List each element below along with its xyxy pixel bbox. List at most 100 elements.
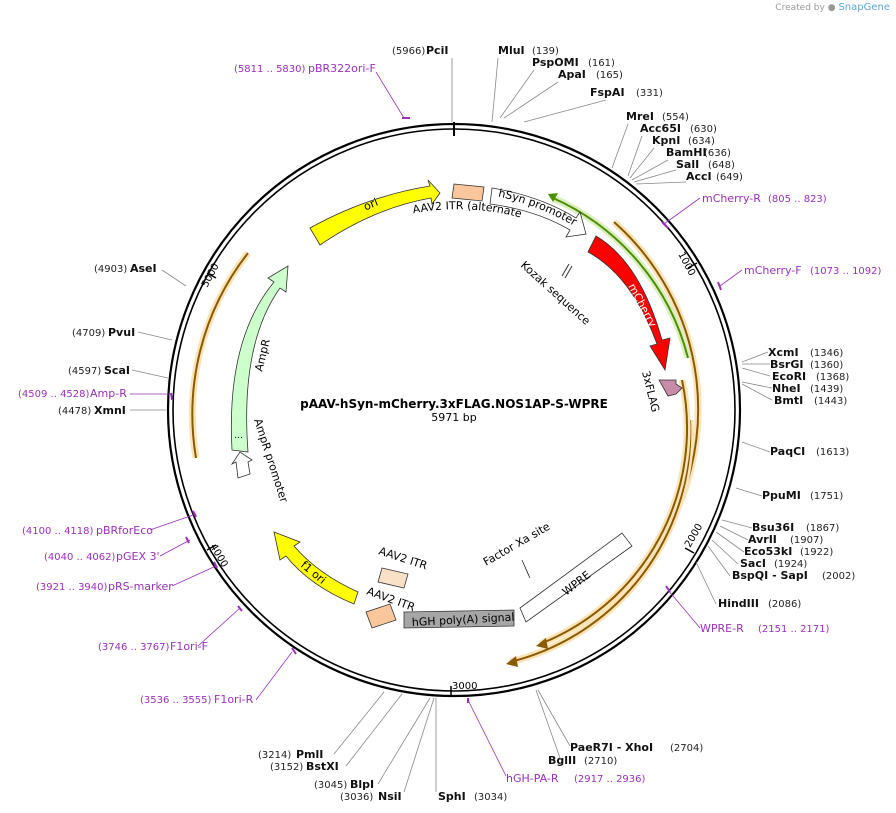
site-8-name[interactable]: BamHI (666, 146, 707, 159)
ampr-feature[interactable] (230, 265, 289, 453)
site-21-name[interactable]: SacI (740, 557, 766, 570)
primer-3-name[interactable]: WPRE-R (700, 622, 744, 635)
f1-ori-feature[interactable] (273, 531, 359, 605)
site-9-name[interactable]: SalI (676, 158, 699, 171)
site-1-pos: (139) (532, 46, 559, 57)
site-22-name[interactable]: BspQI - SapI (732, 569, 808, 582)
hsyn-promoter-feature[interactable] (489, 187, 587, 238)
site-labels: (5966) PciI MluI (139) PspOMI (161) ApaI… (58, 44, 855, 803)
site-12-pos: (1360) (810, 360, 843, 371)
primer-0-name[interactable]: pBR322ori-F (308, 62, 376, 75)
site-33-pos: (4709) (72, 328, 105, 339)
primer-5-name[interactable]: F1ori-R (214, 693, 254, 706)
primer-7-range: (3921 .. 3940) (36, 582, 108, 593)
site-30-name[interactable]: PmlI (296, 748, 323, 761)
site-15-name[interactable]: BmtI (774, 394, 803, 407)
tick-4000-mark (206, 544, 217, 551)
site-1-name[interactable]: MluI (498, 44, 525, 57)
primer-7-name[interactable]: pRS-marker (108, 580, 173, 593)
factor-xa-feature[interactable] (521, 559, 531, 579)
site-27-pos: (3036) (340, 792, 373, 803)
primer-6-range: (3746 .. 3767) (98, 642, 170, 653)
tick-2000-mark (684, 547, 695, 554)
site-31-name[interactable]: XmnI (94, 404, 126, 417)
orf-arcs (188, 193, 702, 667)
site-18-name[interactable]: Bsu36I (752, 521, 794, 534)
ori-feature[interactable] (309, 179, 441, 246)
primer-4-name[interactable]: hGH-PA-R (506, 772, 559, 785)
site-28-name[interactable]: BlpI (350, 778, 374, 791)
site-5-name[interactable]: MreI (626, 110, 654, 123)
site-32-name[interactable]: ScaI (104, 364, 130, 377)
site-24-pos: (2704) (670, 743, 703, 754)
site-10-name[interactable]: AccI (686, 170, 712, 183)
primer-2-name[interactable]: mCherry-F (744, 264, 802, 277)
kozak-marker-2 (561, 263, 570, 277)
kozak-marker (564, 265, 573, 279)
site-16-name[interactable]: PaqCI (770, 445, 805, 458)
site-32-pos: (4597) (68, 366, 101, 377)
site-19-name[interactable]: AvrII (748, 533, 777, 546)
site-20-pos: (1922) (800, 547, 833, 558)
ampr-promoter-feature[interactable] (230, 451, 253, 479)
site-6-name[interactable]: Acc65I (640, 122, 681, 135)
site-0-name[interactable]: PciI (426, 44, 448, 57)
site-33-name[interactable]: PvuI (108, 326, 135, 339)
tick-5000-mark (206, 272, 217, 279)
wpre-feature[interactable] (519, 532, 633, 623)
site-13-name[interactable]: EcoRI (772, 370, 806, 383)
site-16-pos: (1613) (816, 447, 849, 458)
factor-xa-label: Factor Xa site (481, 520, 552, 569)
site-8-pos: (636) (704, 148, 731, 159)
ori-label: ori (362, 196, 380, 214)
site-25-pos: (2710) (584, 756, 617, 767)
site-29-pos: (3152) (270, 762, 303, 773)
primer-8-name[interactable]: pGEX 3' (116, 550, 160, 563)
itr-alternate-feature[interactable] (451, 183, 485, 202)
site-3-name[interactable]: ApaI (558, 68, 586, 81)
site-24-name[interactable]: PaeR7I - XhoI (570, 741, 653, 754)
site-27-name[interactable]: NsiI (378, 790, 402, 803)
mcherry-feature[interactable] (587, 235, 671, 372)
credit-prefix: Created by (775, 3, 825, 13)
site-23-name[interactable]: HindIII (718, 597, 759, 610)
tick-4000: 4000 (207, 542, 229, 570)
primer-1-name[interactable]: mCherry-R (702, 192, 761, 205)
site-34-name[interactable]: AseI (130, 262, 157, 275)
site-2-name[interactable]: PspOMI (532, 56, 579, 69)
primer-9-name[interactable]: pBRforEco (96, 524, 153, 537)
site-leaders (130, 57, 773, 793)
hgh-polya-label: hGH poly(A) signal (411, 611, 514, 629)
site-19-pos: (1907) (790, 535, 823, 546)
primer-10-name[interactable]: Amp-R (90, 387, 127, 400)
site-23-pos: (2086) (768, 599, 801, 610)
orf-arc-2 (509, 419, 692, 663)
site-7-name[interactable]: KpnI (652, 134, 680, 147)
site-29-name[interactable]: BstXI (306, 760, 339, 773)
site-26-name[interactable]: SphI (438, 790, 466, 803)
itr-lower-feature[interactable] (365, 603, 397, 629)
site-11-name[interactable]: XcmI (768, 346, 799, 359)
plasmid-size: 5971 bp (431, 411, 476, 424)
site-28-pos: (3045) (314, 780, 347, 791)
snapgene-credit: Created by ● SnapGene (775, 2, 890, 13)
itr-upper-feature[interactable] (377, 567, 409, 589)
kozak-label: Kozak sequence (518, 259, 593, 328)
site-10-pos: (649) (716, 172, 743, 183)
site-4-name[interactable]: FspAI (590, 86, 625, 99)
site-14-name[interactable]: NheI (772, 382, 801, 395)
site-14-pos: (1439) (810, 384, 843, 395)
primer-leaders (130, 71, 743, 777)
site-20-name[interactable]: Eco53kI (744, 545, 792, 558)
hgh-polya-feature[interactable] (403, 609, 515, 629)
snapgene-logo-icon: ● (827, 3, 836, 13)
site-12-name[interactable]: BsrGI (770, 358, 803, 371)
primer-6-name[interactable]: F1ori-F (170, 640, 208, 653)
site-17-name[interactable]: PpuMI (762, 489, 801, 502)
site-25-name[interactable]: BglII (548, 754, 576, 767)
tick-1000-mark (687, 262, 698, 269)
site-6-pos: (630) (690, 124, 717, 135)
flag-feature[interactable] (658, 379, 683, 397)
site-5-pos: (554) (662, 112, 689, 123)
site-34-pos: (4903) (94, 264, 127, 275)
